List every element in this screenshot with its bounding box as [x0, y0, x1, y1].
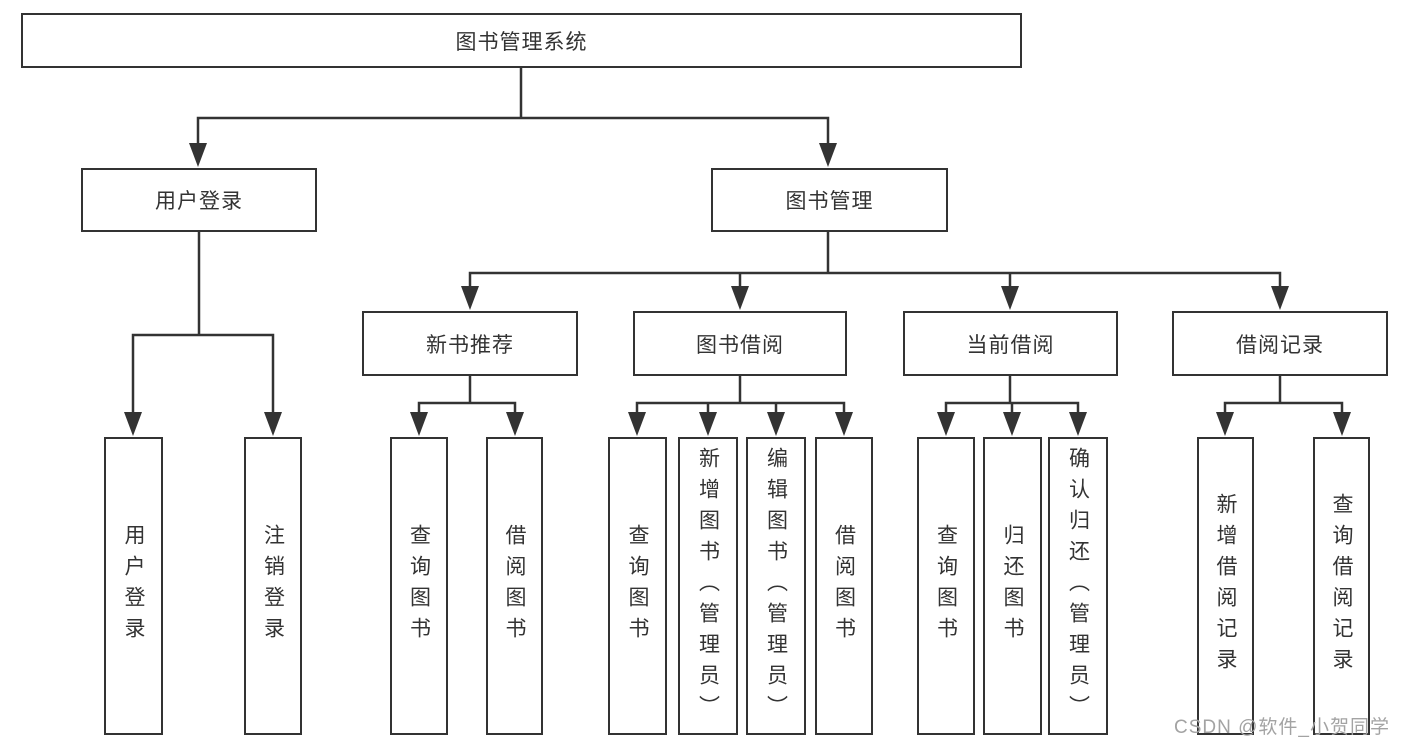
node-user-login: 用户登录: [81, 168, 317, 232]
leaf-edit-books-admin: 编辑图书（管理员）: [746, 437, 806, 735]
node-new-book-recommend-label: 新书推荐: [426, 333, 514, 357]
leaf-logout-label: 注销登录: [261, 524, 285, 648]
node-current-borrow-label: 当前借阅: [966, 333, 1055, 357]
leaf-return-books-label: 归还图书: [1001, 524, 1024, 648]
leaf-borrow-books: 借阅图书: [815, 437, 873, 735]
leaf-recommend-borrow-books: 借阅图书: [486, 437, 543, 735]
leaf-edit-books-admin-label: 编辑图书（管理员）: [764, 446, 788, 726]
node-borrow-records-label: 借阅记录: [1236, 333, 1324, 357]
leaf-recommend-borrow-books-label: 借阅图书: [503, 524, 526, 648]
leaf-add-borrow-record-label: 新增借阅记录: [1214, 493, 1237, 679]
node-root-system: 图书管理系统: [21, 13, 1022, 68]
node-current-borrow: 当前借阅: [903, 311, 1118, 376]
node-new-book-recommend: 新书推荐: [362, 311, 578, 376]
leaf-borrow-query-books: 查询图书: [608, 437, 667, 735]
leaf-user-login-label: 用户登录: [122, 524, 145, 648]
leaf-query-borrow-record: 查询借阅记录: [1313, 437, 1370, 735]
leaf-confirm-return-admin: 确认归还（管理员）: [1048, 437, 1108, 735]
leaf-return-books: 归还图书: [983, 437, 1042, 735]
leaf-borrow-books-label: 借阅图书: [832, 524, 856, 648]
leaf-add-borrow-record: 新增借阅记录: [1197, 437, 1254, 735]
leaf-current-query-books-label: 查询图书: [934, 524, 958, 648]
leaf-add-books-admin: 新增图书（管理员）: [678, 437, 738, 735]
arrowheads: [124, 143, 1351, 436]
node-book-management-label: 图书管理: [785, 190, 874, 213]
leaf-query-borrow-record-label: 查询借阅记录: [1330, 493, 1353, 679]
leaf-logout: 注销登录: [244, 437, 302, 735]
leaf-recommend-query-books: 查询图书: [390, 437, 448, 735]
node-book-borrow-label: 图书借阅: [696, 333, 784, 357]
node-book-management: 图书管理: [711, 168, 948, 232]
csdn-watermark: CSDN @软件_小贺同学: [1174, 717, 1390, 738]
node-root-system-label: 图书管理系统: [455, 30, 588, 54]
leaf-current-query-books: 查询图书: [917, 437, 975, 735]
leaf-confirm-return-admin-label: 确认归还（管理员）: [1066, 446, 1090, 726]
leaf-user-login: 用户登录: [104, 437, 163, 735]
leaf-add-books-admin-label: 新增图书（管理员）: [696, 446, 720, 726]
leaf-recommend-query-books-label: 查询图书: [407, 524, 431, 648]
leaf-borrow-query-books-label: 查询图书: [626, 524, 649, 648]
node-borrow-records: 借阅记录: [1172, 311, 1388, 376]
node-book-borrow: 图书借阅: [633, 311, 847, 376]
node-user-login-label: 用户登录: [155, 190, 243, 213]
